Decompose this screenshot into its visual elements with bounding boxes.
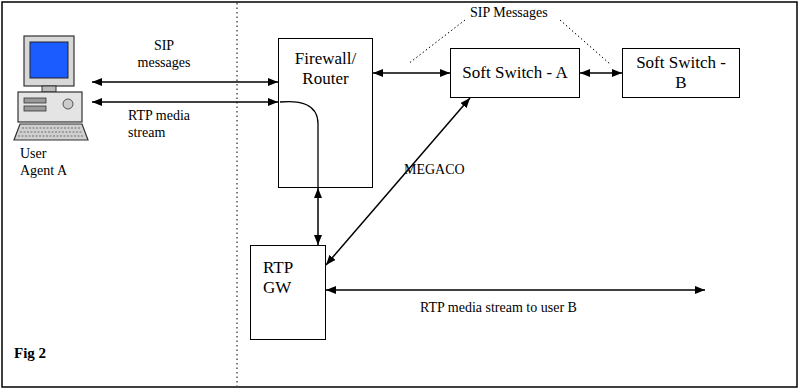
leader-line	[560, 20, 610, 64]
annotation-label: SIP Messages	[470, 5, 548, 22]
node-label: Soft Switch - B	[631, 53, 731, 94]
node-label: Firewall/ Router	[287, 49, 364, 90]
leader-line	[408, 20, 465, 64]
user-agent: User Agent A	[14, 30, 92, 180]
node-label: User Agent A	[20, 146, 78, 180]
softswitch-box: Soft Switch - A	[450, 48, 580, 98]
router-box: Firewall/ Router	[278, 38, 373, 188]
connector-arrow	[317, 188, 319, 245]
boundary-line	[237, 3, 238, 386]
connector-arrow	[373, 72, 450, 74]
connector-arrow	[92, 81, 278, 83]
edge-label: SIP messages	[128, 38, 200, 72]
gateway-box: RTP GW	[250, 245, 326, 340]
node-label: RTP GW	[263, 258, 313, 299]
media-path-curve	[280, 102, 318, 188]
edge-label: MEGACO	[404, 162, 524, 179]
connector-arrow	[580, 72, 622, 74]
softswitch-box: Soft Switch - B	[622, 48, 740, 98]
edge-label: RTP media stream	[128, 108, 208, 142]
node-label: Soft Switch - A	[462, 63, 567, 83]
connector-arrow	[92, 101, 278, 103]
computer-illustration	[14, 36, 88, 140]
figure-caption: Fig 2	[14, 345, 46, 362]
connector-arrow	[326, 98, 470, 265]
annotation-label: RTP media stream to user B	[420, 300, 577, 317]
media-stream-arrow	[326, 289, 705, 291]
